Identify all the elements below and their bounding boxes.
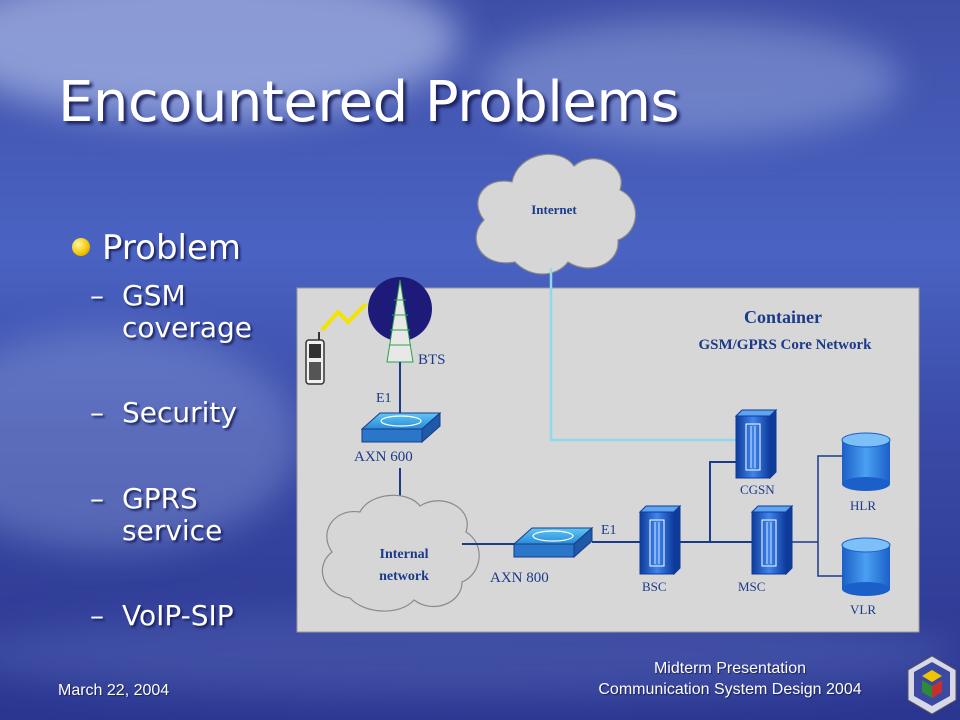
- bullet-dot-icon: [72, 237, 90, 256]
- footer-presentation: Midterm Presentation Communication Syste…: [560, 658, 900, 700]
- signal-bolt-icon: [320, 302, 368, 332]
- sub-item-security: –Security: [90, 396, 237, 429]
- sub-item-voip-sip: –VoIP-SIP: [90, 599, 234, 632]
- internal-network-cloud: Internal network: [321, 494, 480, 612]
- bsc-label: BSC: [642, 579, 667, 594]
- internal-network-label-1: Internal: [380, 547, 429, 562]
- sub-item-label: Security: [122, 396, 237, 429]
- bsc-cgsn-link: [709, 461, 736, 542]
- axn800-hub-icon: [512, 526, 594, 559]
- sub-item-label: VoIP-SIP: [122, 599, 234, 632]
- db-bracket: [817, 455, 842, 577]
- sub-item-gprs-service: –GPRS service: [90, 482, 223, 547]
- bullet-problem-label: Problem: [102, 228, 242, 268]
- msc-label: MSC: [738, 579, 765, 594]
- bullet-problem: Problem: [72, 228, 241, 268]
- internet-link: [549, 268, 736, 442]
- axn800-label: AXN 800: [490, 570, 549, 586]
- internet-label: Internet: [531, 202, 577, 217]
- footer-line-1: Midterm Presentation: [653, 660, 807, 677]
- footer-date: March 22, 2004: [58, 682, 170, 699]
- footer-line-2: Communication System Design 2004: [598, 681, 862, 698]
- hlr-label: HLR: [850, 498, 876, 513]
- msc-server-icon: [750, 504, 794, 576]
- internet-cloud: Internet: [475, 153, 637, 275]
- bsc-server-icon: [638, 504, 682, 576]
- vlr-label: VLR: [850, 602, 876, 617]
- cloud-sky-3: [0, 330, 300, 550]
- mobile-phone-icon: [305, 332, 325, 385]
- e1-top-label: E1: [376, 391, 392, 406]
- axn600-label: AXN 600: [354, 449, 413, 465]
- slide-title: Encountered Problems: [58, 70, 680, 135]
- sub-item-label: GPRS service: [122, 482, 223, 547]
- cloud-sky-2: [480, 20, 900, 140]
- bts-antenna: [368, 277, 432, 363]
- axn600-hub-icon: [360, 411, 442, 444]
- hlr-database-icon: [841, 432, 891, 491]
- bts-label: BTS: [418, 352, 446, 368]
- cgsn-server-icon: [734, 408, 778, 480]
- cgsn-label: CGSN: [740, 482, 775, 497]
- container-title: Container: [744, 307, 822, 327]
- sub-item-label: GSM coverage: [122, 279, 252, 344]
- internal-network-label-2: network: [379, 569, 429, 584]
- sub-item-gsm-coverage: –GSM coverage: [90, 279, 252, 344]
- vlr-database-icon: [841, 537, 891, 596]
- logo-cube-icon: [907, 655, 957, 715]
- e1-bottom-label: E1: [601, 523, 617, 538]
- container-subtitle: GSM/GPRS Core Network: [698, 337, 872, 353]
